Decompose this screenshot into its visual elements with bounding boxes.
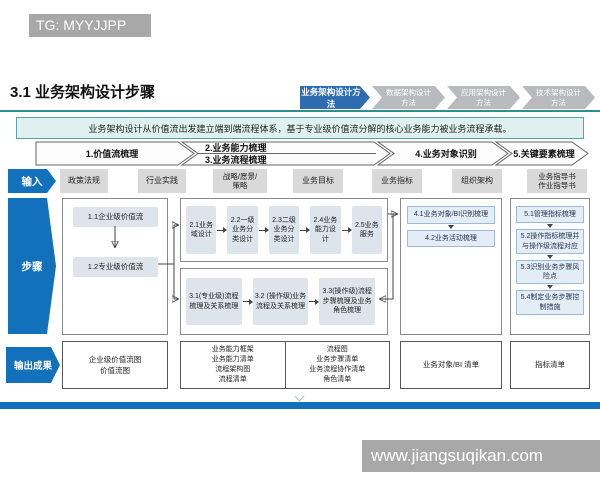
top-watermark: TG: MYYJJPP [29, 14, 151, 37]
output-process-list: 流程图 业务步骤清单 业务流程协作清单 角色清单 [284, 342, 390, 388]
arrow-right-icon [300, 227, 311, 233]
summary-banner: 业务架构设计从价值流出发建立端到端流程体系，基于专业级价值流分解的核心业务能力被… [16, 117, 584, 139]
step-2-3: 2.3二级业务分类设计 [268, 206, 300, 254]
step-group-capability: 2.1业务域设计 2.2一级业务分类设计 2.3二级业务分类设计 2.4业务能力… [180, 198, 388, 262]
step-group-key-elements: 5.1管理指标梳理 5.2操作指标梳理并与操作级流程对应 5.3识别业务步骤风险… [510, 198, 590, 335]
tab-application-architecture[interactable]: 应用架构设计方法 [447, 86, 520, 109]
title-divider [0, 110, 600, 112]
step-group-objects: 4.1业务对象/BI识别梳理 4.2业务活动梳理 [400, 198, 502, 335]
step-4-2: 4.2业务活动梳理 [407, 230, 495, 247]
arrow-down-icon [547, 255, 553, 259]
step-1-1: 1.1企业级价值流 [73, 207, 158, 227]
step-3-2: 3.2 (操作级)业务流程及关系梳理 [252, 278, 309, 325]
arrow-down-icon [547, 224, 553, 228]
phase-1-chevron [35, 141, 195, 166]
step-5-2: 5.2操作指标梳理并与操作级流程对应 [516, 229, 584, 254]
step-3-3: 3.3(操作级)流程步骤梳理及业务角色梳理 [319, 278, 376, 325]
row-label-output: 输出成果 [6, 347, 60, 383]
phase-2-label: 2.业务能力梳理 [205, 142, 267, 153]
input-goals: 业务目标 [293, 169, 343, 193]
step-1-2: 1.2专业级价值流 [73, 257, 158, 277]
arrow-right-icon [309, 298, 320, 305]
phase-5-chevron [494, 141, 589, 166]
step-4-1: 4.1业务对象/BI识别梳理 [407, 206, 495, 224]
phase-1-label: 1.价值流梳理 [86, 148, 139, 159]
arrow-right-icon [242, 298, 253, 305]
step-group-value-stream: 1.1企业级价值流 1.2专业级价值流 [62, 198, 168, 335]
arrow-right-icon [341, 227, 352, 233]
output-capability-list: 业务能力框架 业务能力清单 流程架构图 流程清单 [211, 345, 254, 384]
input-practice: 行业实践 [138, 169, 186, 193]
step-2-2: 2.2一级业务分类设计 [227, 206, 258, 254]
input-policy: 政策法规 [60, 169, 108, 193]
input-organization: 组织架构 [452, 169, 502, 193]
input-indicators: 业务指标 [372, 169, 422, 193]
output-object-list: 业务对象/BI 清单 [400, 341, 502, 389]
step-5-1: 5.1管理指标梳理 [516, 206, 584, 223]
page-title: 3.1 业务架构设计步骤 [10, 84, 156, 101]
collapse-caret-icon [294, 391, 305, 402]
step-2-1: 2.1业务域设计 [186, 206, 217, 254]
step-3-1: 3.1(专业级)流程梳理及关系梳理 [186, 278, 242, 325]
arrow-down-icon [448, 225, 454, 229]
step-5-4: 5.4制定业务步骤控制措施 [516, 290, 584, 315]
phase-chevron-bar: 1.价值流梳理 2.业务能力梳理 3.业务流程梳理 4.业务对象识别 5.关键要… [35, 141, 589, 166]
row-label-input: 输入 [8, 169, 56, 193]
input-guidebooks: 业务指导书 作业指导书 [527, 169, 587, 193]
step-5-3: 5.3识别业务步骤风险点 [516, 260, 584, 284]
tab-business-architecture[interactable]: 业务架构设计方法 [300, 86, 370, 109]
bottom-accent-bar [0, 402, 600, 409]
row-label-steps: 步骤 [8, 198, 56, 334]
tab-data-architecture[interactable]: 数据架构设计方法 [372, 86, 445, 109]
output-indicator-list: 指标清单 [510, 341, 590, 389]
phase-3-label: 3.业务流程梳理 [205, 154, 267, 165]
phase-4-label: 4.业务对象识别 [415, 148, 477, 159]
tab-technology-architecture[interactable]: 技术架构设计方法 [522, 86, 595, 109]
step-2-4: 2.4业务能力设计 [310, 206, 341, 254]
phase-5-label: 5.关键要素梳理 [513, 148, 575, 159]
step-group-process: 3.1(专业级)流程梳理及关系梳理 3.2 (操作级)业务流程及关系梳理 3.3… [180, 268, 388, 335]
arrow-right-icon [258, 227, 269, 233]
bottom-watermark: www.jiangsuqikan.com [362, 440, 600, 472]
input-strategy: 战略/愿景/ 策略 [213, 169, 267, 193]
output-capability-process: 业务能力框架 业务能力清单 流程架构图 流程清单 流程图 业务步骤清单 业务流程… [180, 341, 390, 389]
phase-4-chevron [376, 141, 509, 166]
step-2-5: 2.5业务服务 [351, 206, 383, 254]
arrow-down-icon [547, 285, 553, 289]
arrow-right-icon [217, 227, 228, 233]
output-value-stream: 企业级价值流图 价值流图 [62, 341, 168, 389]
